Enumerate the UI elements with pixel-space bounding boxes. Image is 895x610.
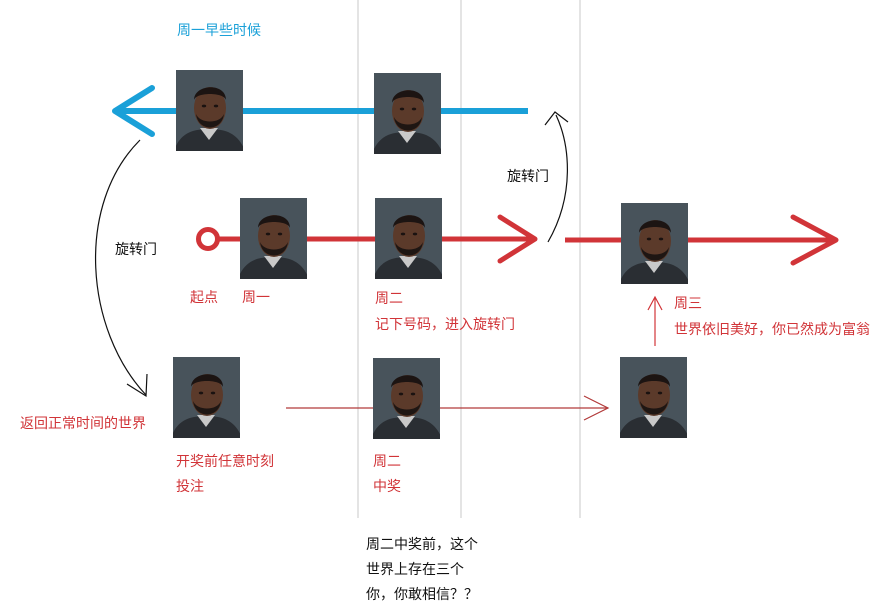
portrait-icon [240,198,307,279]
label-normal-world: 返回正常时间的世界 [20,416,146,432]
label-wednesday: 周三 [674,296,702,312]
portrait-icon [621,203,688,284]
portrait-icon [176,70,243,151]
label-rotate-left: 旋转门 [115,242,157,258]
portrait-icon [374,73,441,154]
portrait-icon [373,358,440,439]
red-arrowhead-1 [497,214,538,264]
label-tuesday-win-1: 周二 [373,454,401,470]
portrait-bottom-3 [620,357,687,438]
portrait-bottom-2 [373,358,440,439]
turnstile-right-arrowhead [544,111,569,126]
start-point-circle [196,227,220,251]
label-rotate-right: 旋转门 [507,169,549,185]
portrait-blue-1 [176,70,243,151]
label-bottom-1: 周二中奖前，这个 [366,537,478,553]
label-bet-1: 开奖前任意时刻 [176,454,274,470]
turnstile-curve-left [95,139,147,396]
red-arrowhead-2 [790,214,839,266]
blue-arrowhead [112,85,155,137]
label-tuesday-win-2: 中奖 [373,479,401,495]
portrait-red-monday [240,198,307,279]
label-wednesday-note: 世界依旧美好，你已然成为富翁 [674,322,870,338]
label-bet-2: 投注 [176,479,204,495]
portrait-icon [375,198,442,279]
label-bottom-2: 世界上存在三个 [366,562,464,578]
portrait-blue-2 [374,73,441,154]
label-monday: 周一 [242,290,270,306]
bottom-arrowhead [583,395,610,421]
label-blue-title: 周一早些时候 [177,23,261,39]
label-tuesday-enter-2: 记下号码，进入旋转门 [375,317,515,333]
label-tuesday-enter-1: 周二 [375,291,403,307]
portrait-bottom-1 [173,357,240,438]
portrait-red-tuesday [375,198,442,279]
label-start: 起点 [190,290,218,306]
portrait-icon [173,357,240,438]
portrait-red-wednesday [621,203,688,284]
up-arrowhead [647,295,663,311]
turnstile-curve-right [547,114,568,243]
label-bottom-3: 你，你敢相信？？ [366,587,478,603]
portrait-icon [620,357,687,438]
turnstile-left-arrowhead [126,373,148,398]
